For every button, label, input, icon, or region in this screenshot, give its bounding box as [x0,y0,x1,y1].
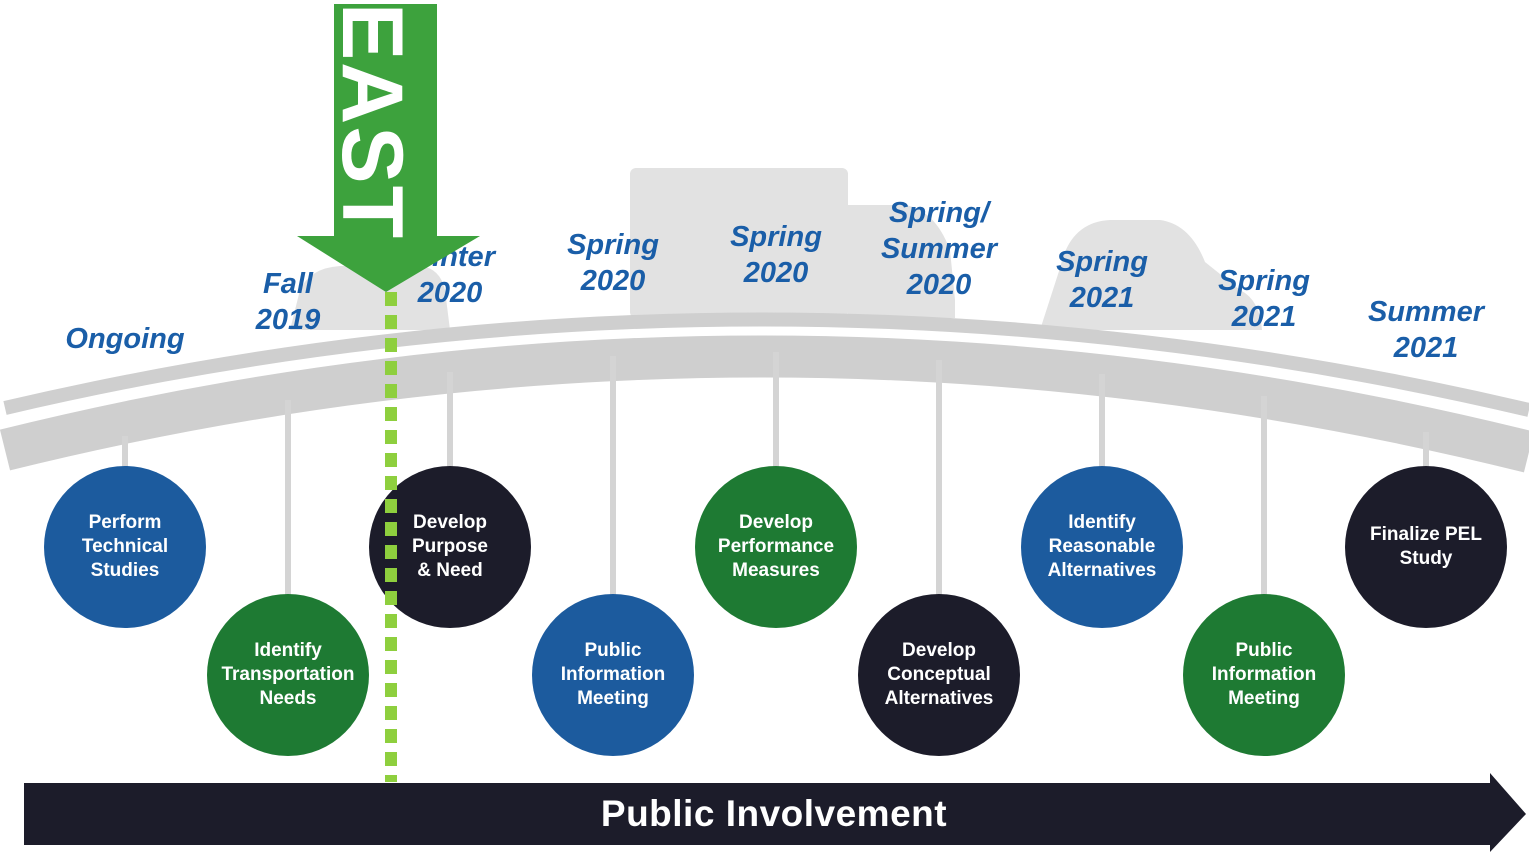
milestone-date: Fall 2019 [255,268,321,336]
bridge-deck-top [3,312,1529,417]
milestone-circle: Identify Reasonable Alternatives [1021,466,1183,628]
milestone-stem [122,436,128,468]
milestone-stem [1423,432,1429,468]
milestone-stem [1261,396,1267,598]
car-silhouette-left [290,266,450,330]
milestone-stem [773,352,779,468]
milestone-circle: Develop Conceptual Alternatives [858,594,1020,756]
milestone-task: Develop Purpose & Need [411,512,489,581]
milestone-circle: Develop Performance Measures [695,466,857,628]
milestone-stem [610,356,616,598]
milestone-circle: Public Information Meeting [1183,594,1345,756]
milestone-circle: Perform Technical Studies [44,466,206,628]
milestone-task: Public Information Meeting [1211,640,1317,709]
milestone-date: Spring/ Summer 2020 [880,197,998,301]
milestone-date: Summer 2021 [1367,296,1485,364]
milestone-task: Finalize PEL Study [1370,524,1482,569]
east-arrow-shape [297,4,480,292]
milestone-task: Public Information Meeting [560,640,666,709]
milestone-circle: Public Information Meeting [532,594,694,756]
milestone-task: Develop Performance Measures [717,512,835,581]
milestone-circle: Identify Transportation Needs [207,594,369,756]
milestone-date: Spring 2020 [567,229,659,297]
milestone-date: Ongoing [65,323,185,355]
bridge-arch [0,335,1529,473]
milestone-circle: Finalize PEL Study [1345,466,1507,628]
milestone-stem [285,400,291,598]
public-involvement-label: Public Involvement [600,793,948,834]
milestone-task: Develop Conceptual Alternatives [884,640,994,709]
milestone-stem [936,360,942,598]
truck-silhouette [630,168,955,318]
milestone-date: Spring 2021 [1218,265,1310,333]
car-silhouette-right [1040,220,1262,330]
milestone-task: Perform Technical Studies [81,512,169,581]
milestone-stem [447,372,453,468]
milestone-stem [1099,374,1105,468]
milestone-date: Spring 2021 [1056,246,1148,314]
milestone-date: Spring 2020 [730,221,822,289]
milestone-task: Identify Reasonable Alternatives [1047,512,1157,581]
milestone-task: Identify Transportation Needs [221,640,355,709]
public-involvement-arrow-shape [24,773,1526,852]
